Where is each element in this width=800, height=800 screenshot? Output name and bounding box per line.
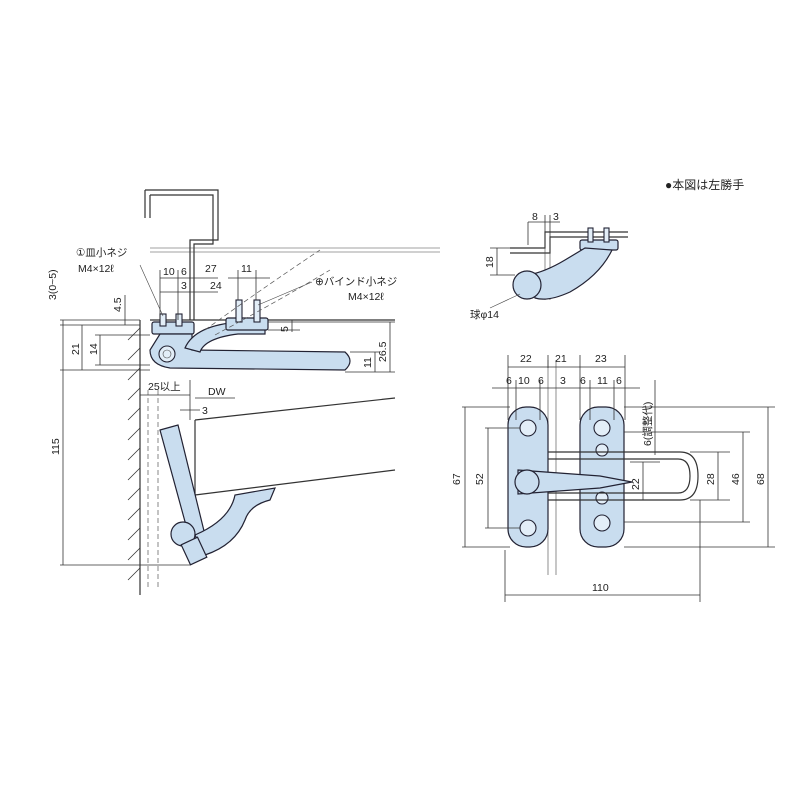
dim-side-top-4: 3 <box>181 280 187 292</box>
dim-side-right-1: 26.5 <box>377 341 389 362</box>
dim-side-left-3: 21 <box>70 343 82 355</box>
top-view-arm <box>527 247 613 300</box>
dim-side-left-0: 3(0~5) <box>47 269 59 300</box>
dim-front-top1-2: 23 <box>595 353 607 365</box>
dim-front-top2-5: 11 <box>597 375 608 387</box>
side-view: 10 6 27 11 3 24 ①皿小ネジ M4×12ℓ ⊕バインド小ネジ M4… <box>47 189 440 595</box>
dim-front-top2-0: 6 <box>506 375 512 387</box>
dim-side-top-3: 11 <box>241 263 252 275</box>
dim-front-top1-1: 21 <box>555 353 567 365</box>
side-open-guard <box>194 487 276 556</box>
wall-hatch <box>127 327 141 581</box>
dim-front-top1-0: 22 <box>520 353 532 365</box>
binding-screw-size: M4×12ℓ <box>348 291 384 303</box>
dim-side-top-5: 24 <box>210 280 222 292</box>
dim-front-top2-6: 6 <box>616 375 622 387</box>
handedness-note: ●本図は左勝手 <box>665 177 744 192</box>
dim-side-bottom-0: 3 <box>202 405 208 417</box>
dim-side-top-1: 6 <box>181 266 187 278</box>
dim-front-right-1: 28 <box>705 473 717 485</box>
dim-front-top2-2: 6 <box>538 375 544 387</box>
dim-top-left-0: 18 <box>484 256 496 268</box>
dim-top-1: 3 <box>553 211 559 223</box>
top-view: 8 3 18 球φ14 <box>470 211 628 321</box>
binding-screw-label: ⊕バインド小ネジ <box>315 276 397 288</box>
dim-front-bottom-0: 110 <box>592 582 609 594</box>
dim-front-top2-3: 3 <box>560 375 566 387</box>
front-u-loop <box>548 451 699 501</box>
ball-label: 球φ14 <box>470 308 499 321</box>
dim-side-right-0: 5 <box>279 326 291 332</box>
flat-screw-label: ①皿小ネジ <box>76 247 127 259</box>
dim-side-left-4: 115 <box>50 438 62 455</box>
dim-front-left-0: 67 <box>451 473 463 485</box>
flat-screw-size: M4×12ℓ <box>78 263 114 275</box>
pivot-hole <box>158 345 176 363</box>
side-receiver-bracket <box>225 317 269 331</box>
dim-top-0: 8 <box>532 211 538 223</box>
dim-front-left-1: 52 <box>474 473 486 485</box>
side-fixed-bracket <box>151 321 195 335</box>
dim-side-top-0: 10 <box>163 266 175 278</box>
dim-front-right-3: 68 <box>755 473 767 485</box>
top-ball-icon <box>512 270 542 300</box>
dim-side-top-2: 27 <box>205 263 217 275</box>
dw-label: DW <box>208 386 226 398</box>
front-ball-icon <box>514 469 540 495</box>
dim-side-left-1: 4.5 <box>112 297 124 312</box>
dim-side-right-2: 11 <box>362 357 374 368</box>
adjust-label: 6(調整代) <box>641 402 654 446</box>
side-latch-arm <box>149 333 351 371</box>
dim-front-top2-1: 10 <box>518 375 530 387</box>
dim-front-right-0: 22 <box>630 478 642 490</box>
clearance-label: 25以上 <box>148 381 181 393</box>
screw-icon <box>587 227 610 243</box>
dim-side-left-2: 14 <box>88 343 100 355</box>
front-view: 22 21 23 6 10 6 3 6 11 6 67 52 <box>451 353 775 602</box>
dim-front-right-2: 46 <box>730 473 742 485</box>
dim-front-top2-4: 6 <box>580 375 586 387</box>
